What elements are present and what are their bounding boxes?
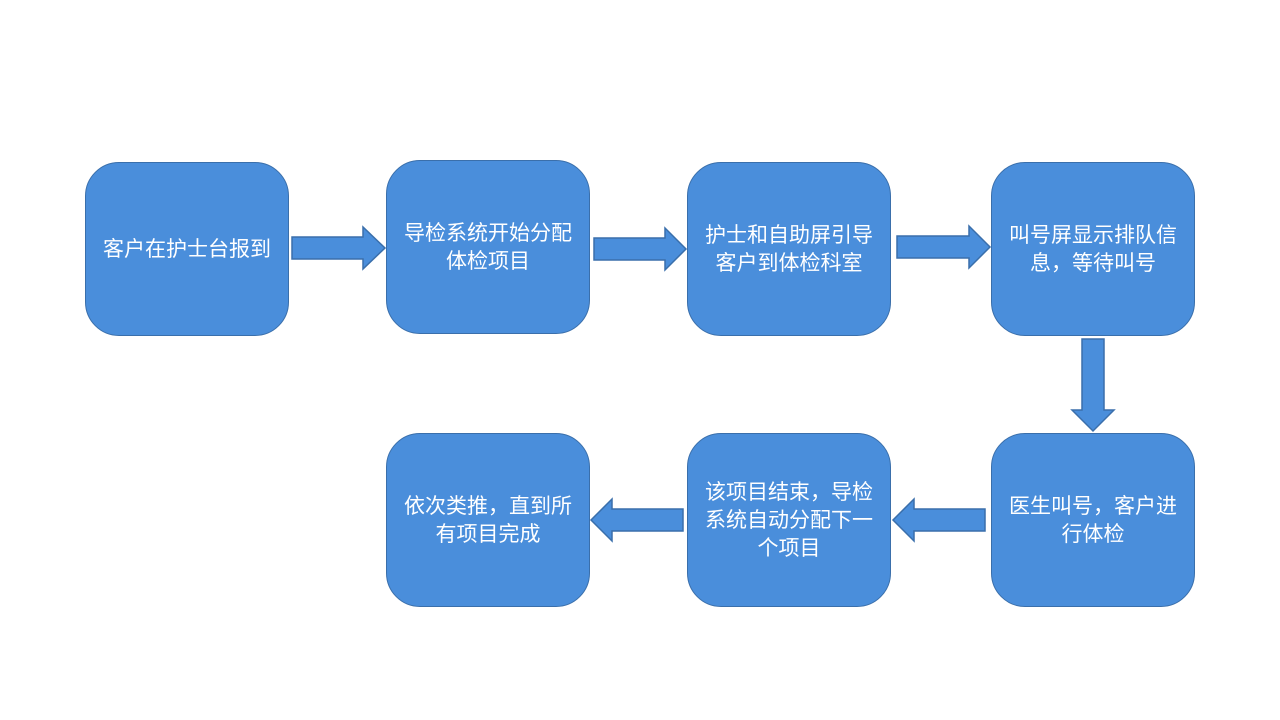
node-next: 该项目结束，导检系统自动分配下一个项目: [687, 433, 891, 607]
node-checkin-label: 客户在护士台报到: [103, 237, 271, 261]
node-exam-label: 医生叫号，客户进行体检: [1009, 494, 1177, 546]
node-exam: 医生叫号，客户进行体检: [991, 433, 1195, 607]
node-guide: 护士和自助屏引导客户到体检科室: [687, 162, 891, 336]
arrow-checkin-to-assign: [291, 225, 387, 271]
node-queue: 叫号屏显示排队信息，等待叫号: [991, 162, 1195, 336]
arrow-assign-to-guide: [593, 226, 688, 272]
node-assign-label: 导检系统开始分配体检项目: [404, 221, 572, 273]
arrow-next-to-complete: [589, 497, 684, 543]
node-assign: 导检系统开始分配体检项目: [386, 160, 590, 334]
node-checkin: 客户在护士台报到: [85, 162, 289, 336]
node-next-label: 该项目结束，导检系统自动分配下一个项目: [705, 480, 873, 560]
node-queue-label: 叫号屏显示排队信息，等待叫号: [1009, 223, 1177, 275]
node-complete: 依次类推，直到所有项目完成: [386, 433, 590, 607]
arrow-exam-to-next: [891, 497, 986, 543]
arrow-queue-to-exam: [1070, 338, 1116, 433]
node-complete-label: 依次类推，直到所有项目完成: [404, 494, 572, 546]
node-guide-label: 护士和自助屏引导客户到体检科室: [705, 223, 873, 275]
arrow-guide-to-queue: [896, 224, 992, 270]
